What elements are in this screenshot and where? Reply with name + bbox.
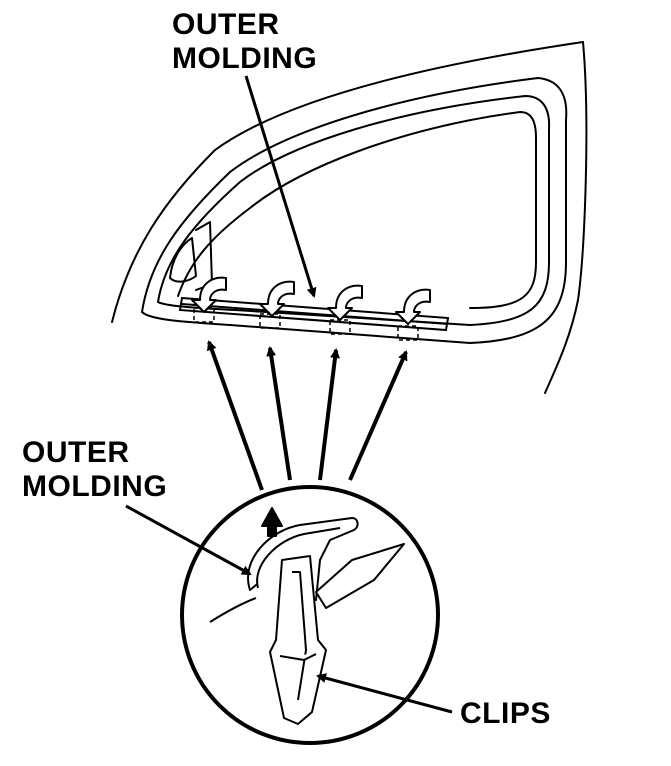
outer-molding-label-top-line2: MOLDING (172, 42, 318, 75)
outer-molding-label-top: OUTER MOLDING (172, 8, 317, 76)
clip-detail (209, 507, 405, 725)
door-outline (111, 41, 588, 394)
outer-molding-label-detail-line2: MOLDING (22, 470, 168, 503)
detail-leaders (125, 504, 453, 714)
outer-molding-label-top-line1: OUTER (172, 8, 280, 41)
removal-direction-arrows (191, 276, 431, 325)
outer-molding-label-detail: OUTER MOLDING (22, 436, 167, 504)
leader-to-molding (244, 75, 317, 298)
clips-label: CLIPS (460, 697, 551, 730)
outer-molding-label-detail-line1: OUTER (22, 436, 130, 469)
detail-to-clip-arrows (206, 340, 408, 491)
